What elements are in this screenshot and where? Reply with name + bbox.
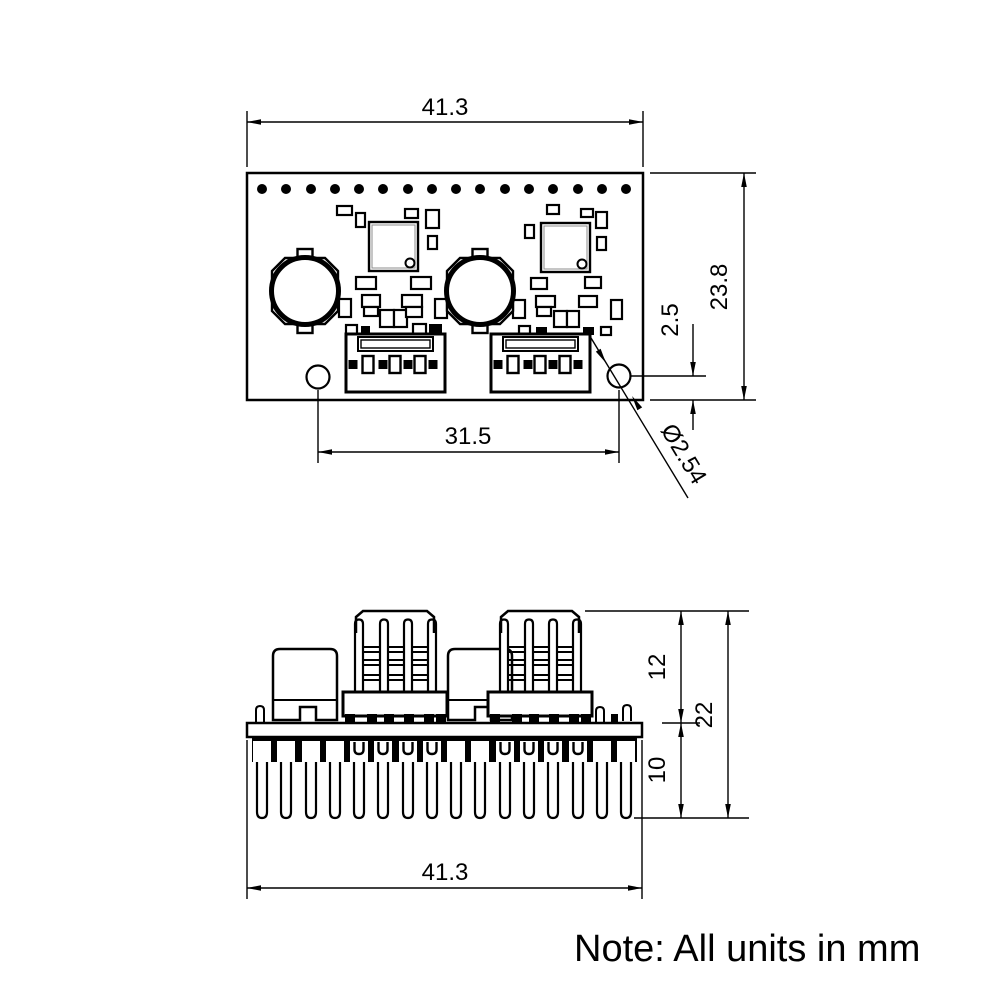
- dim-label-component-height: 12: [644, 654, 671, 681]
- connector-right-side-view: [488, 611, 592, 722]
- smd-components-right-cluster: [511, 203, 624, 337]
- connector-left-top-view: [344, 332, 447, 394]
- units-note: Note: All units in mm: [574, 928, 920, 970]
- ic-chip-left: [367, 220, 420, 273]
- dim-label-pin-length: 10: [644, 757, 671, 784]
- capacitor-left-side-view: [271, 647, 339, 722]
- dim-label-hole-edge-offset: 2.5: [657, 303, 684, 336]
- dimension-board-height: 23.8: [650, 172, 756, 401]
- dimension-hole-edge-offset: 2.5: [630, 303, 706, 430]
- small-components-side-view: [255, 704, 632, 724]
- ic-chip-right: [539, 221, 592, 274]
- header-pins: [255, 760, 633, 820]
- capacitor-left-top-view: [272, 249, 339, 333]
- dim-label-board-width-top: 41.3: [422, 94, 469, 121]
- dimension-board-width-bottom: 41.3: [246, 740, 643, 899]
- connector-right-top-view: [489, 332, 592, 394]
- dim-label-overall-height: 22: [691, 702, 718, 729]
- top-view: [245, 171, 645, 402]
- side-view: [245, 611, 644, 820]
- smd-components-left-cluster: [335, 204, 449, 337]
- mounting-hole-left: [305, 364, 331, 390]
- pcb-board-side: [245, 721, 644, 739]
- dim-label-hole-diameter: Ø2.54: [655, 419, 712, 489]
- dim-label-board-width-bottom: 41.3: [422, 859, 469, 886]
- pin-header-body: [252, 737, 637, 762]
- dim-label-hole-spacing: 31.5: [445, 423, 492, 450]
- capacitor-right-top-view: [447, 249, 514, 333]
- dim-label-board-height: 23.8: [706, 264, 733, 311]
- dimension-hole-spacing: 31.5: [317, 390, 620, 463]
- dimension-side-heights: 12 10 22: [585, 610, 749, 819]
- connector-left-side-view: [343, 611, 447, 722]
- dimension-board-width-top: 41.3: [246, 94, 644, 167]
